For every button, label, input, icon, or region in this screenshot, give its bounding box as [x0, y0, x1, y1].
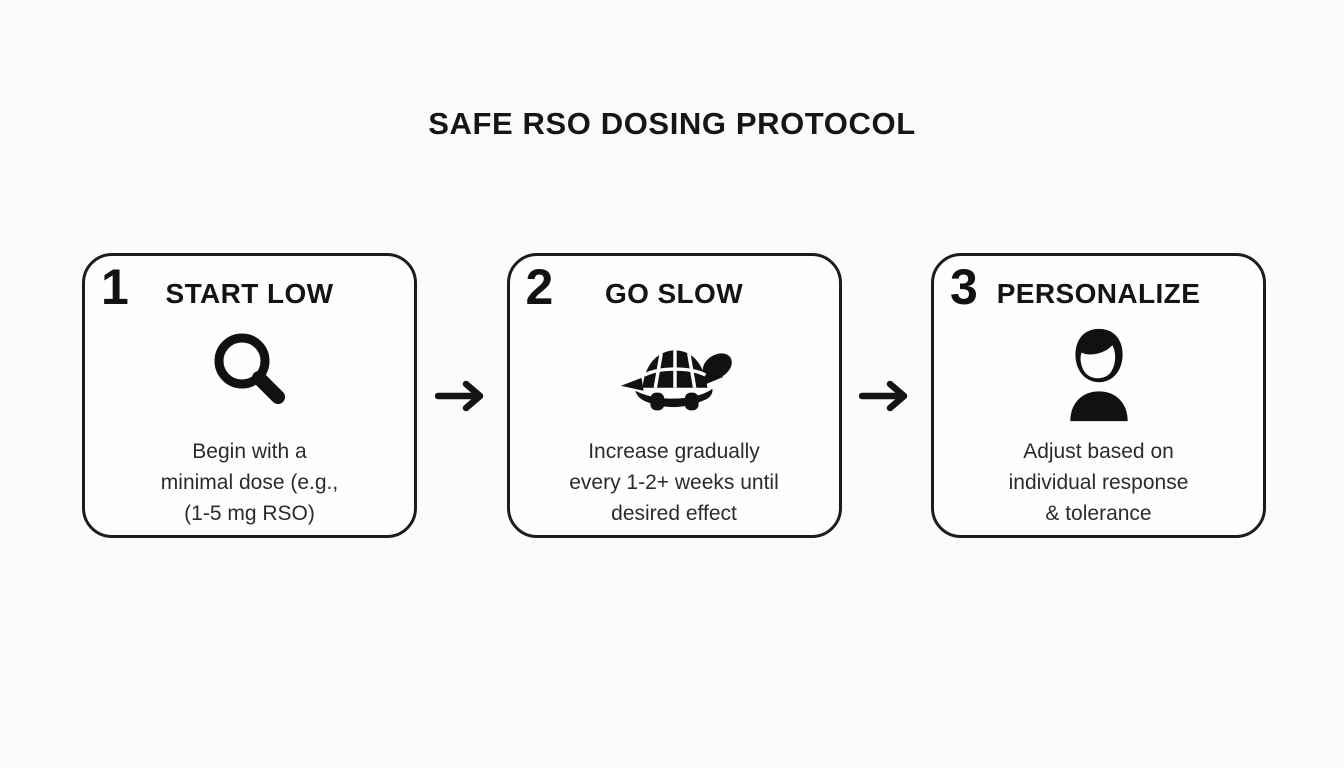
step-number: 1	[101, 259, 129, 315]
step-header: 3 PERSONALIZE	[934, 256, 1263, 318]
arrow-right-icon	[842, 253, 932, 538]
step-description: Increase gradually every 1-2+ weeks unti…	[569, 440, 779, 525]
person-icon	[934, 318, 1263, 430]
step-header: 1 START LOW	[85, 256, 414, 318]
step-box-go-slow: 2 GO SLOW	[506, 253, 842, 538]
magnifier-icon	[85, 318, 414, 430]
step-label: START LOW	[165, 278, 334, 309]
arrow-right-icon	[417, 253, 507, 538]
step-description: Adjust based on individual response & to…	[1008, 440, 1189, 525]
step-description: Begin with a minimal dose (e.g., (1-5 mg…	[160, 440, 339, 525]
turtle-icon	[510, 318, 839, 430]
step-number: 2	[525, 259, 554, 315]
steps-row: 1 START LOW Begin with a minimal dose (e…	[82, 253, 1266, 538]
step-number: 3	[950, 259, 978, 315]
step-label: GO SLOW	[604, 278, 744, 309]
page-title: SAFE RSO DOSING PROTOCOL	[428, 106, 916, 141]
step-box-personalize: 3 PERSONALIZE Adjust based on individual…	[931, 253, 1266, 538]
step-box-start-low: 1 START LOW Begin with a minimal dose (e…	[82, 253, 417, 538]
step-label: PERSONALIZE	[996, 278, 1201, 309]
step-header: 2 GO SLOW	[510, 256, 839, 318]
